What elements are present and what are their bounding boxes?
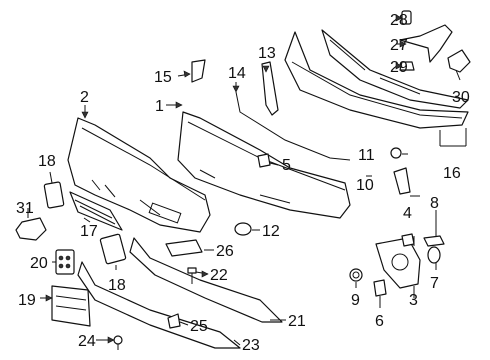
callout-8: 8: [430, 195, 439, 212]
part-26-bracket: [165, 239, 203, 257]
part-20-fasteners: [55, 249, 75, 275]
part-11-clip: [390, 147, 402, 159]
callout-4: 4: [403, 205, 412, 222]
part-10-bracket: [393, 167, 411, 195]
arrowheads: [45, 14, 407, 344]
callout-14: 14: [228, 65, 246, 82]
part-9-grommet: [349, 268, 363, 282]
callout-26: 26: [216, 243, 234, 260]
part-29-nut: [399, 61, 415, 71]
part-19-license-bracket: [51, 285, 91, 327]
callout-7: 7: [430, 275, 439, 292]
part-30-bracket-small: [447, 49, 471, 73]
part-5-clip: [257, 153, 271, 168]
callout-11: 11: [358, 147, 375, 164]
part-2-bumper-face-bar: [67, 117, 211, 233]
callout-21: 21: [288, 313, 306, 330]
callout-15: 15: [154, 69, 172, 86]
callout-17: 17: [80, 223, 98, 240]
part-25-clip: [167, 313, 181, 329]
part-13-bracket: [261, 61, 279, 116]
part-8-bracket: [423, 235, 445, 247]
callout-22: 22: [210, 267, 228, 284]
callout-6: 6: [375, 313, 384, 330]
part-31-tow-hook: [15, 217, 47, 241]
callout-27: 27: [390, 37, 408, 54]
callout-23: 23: [242, 337, 260, 354]
part-16-valance: [284, 31, 469, 129]
callout-18b: 18: [108, 277, 126, 294]
part-18-bracket-upper: [43, 181, 65, 209]
callout-labels: 28 27 29 30 13 14 15 2 1 5 11 10 16 18 3…: [16, 12, 470, 354]
part-12-cap: [234, 222, 252, 236]
part-24-screw: [113, 335, 123, 350]
callout-2: 2: [80, 89, 89, 106]
callout-9: 9: [351, 292, 360, 309]
callout-16: 16: [443, 165, 461, 182]
part-22-bolt: [187, 267, 197, 284]
callout-18a: 18: [38, 153, 56, 170]
callout-12: 12: [262, 223, 280, 240]
part-4-sensor: [401, 233, 415, 247]
part-27-bracket: [399, 24, 453, 63]
part-30-upper-bracket: [321, 29, 469, 109]
callout-30: 30: [452, 89, 470, 106]
part-15-bracket: [191, 59, 206, 83]
part-6-retainer: [373, 279, 387, 297]
callout-13: 13: [258, 45, 276, 62]
callout-20: 20: [30, 255, 48, 272]
part-18-bracket-lower: [99, 233, 127, 265]
part-14-molding: [235, 91, 351, 161]
callout-24: 24: [78, 333, 96, 350]
part-21-lower-valance: [129, 237, 283, 323]
callout-28: 28: [390, 12, 408, 29]
callout-19: 19: [18, 292, 36, 309]
callout-10: 10: [356, 177, 374, 194]
callout-3: 3: [409, 292, 418, 309]
callout-5: 5: [282, 157, 291, 174]
callout-1: 1: [155, 98, 164, 115]
part-23-lower-lip: [77, 261, 241, 349]
part-7-ring: [427, 246, 441, 264]
callout-31: 31: [16, 200, 34, 217]
callout-25: 25: [190, 318, 208, 335]
